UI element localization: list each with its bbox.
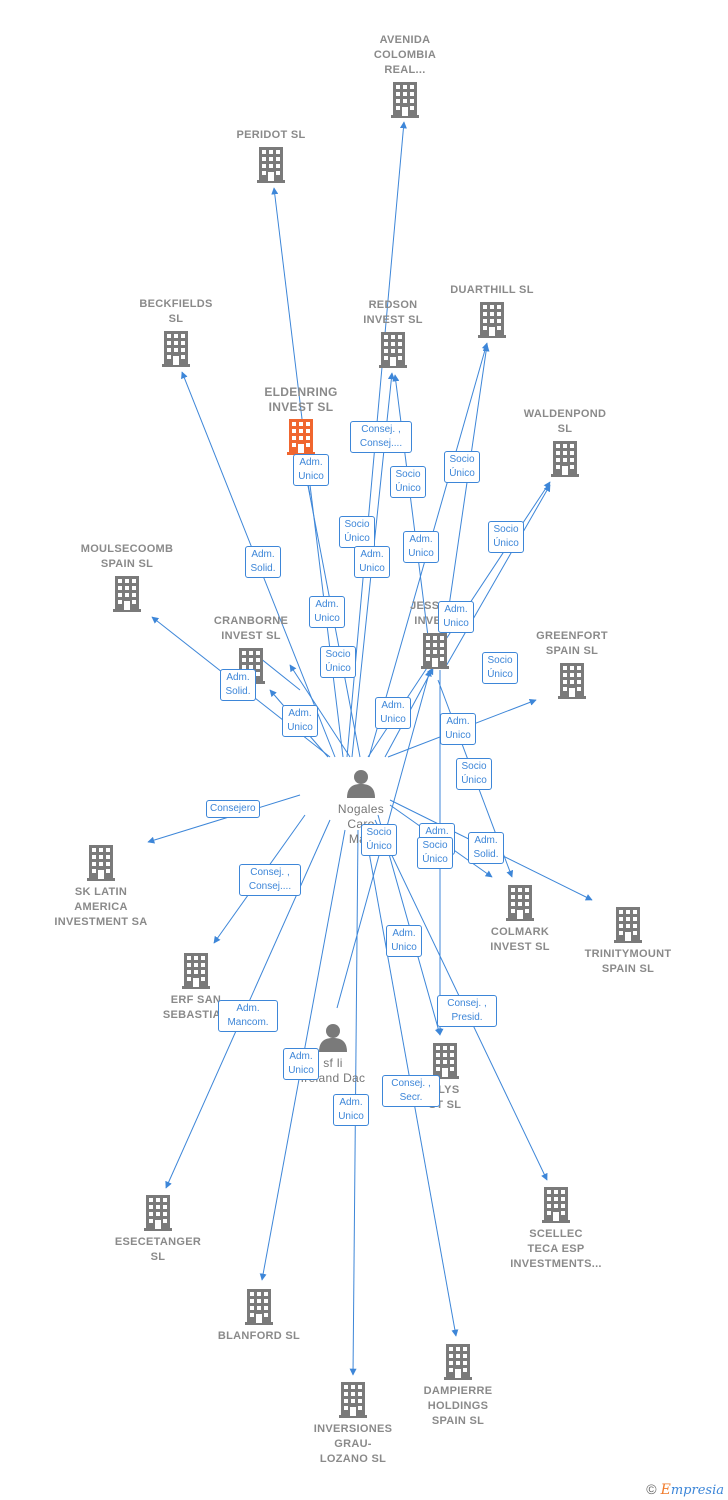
building-icon <box>443 1344 473 1380</box>
node-label: JESSING INVEST <box>410 600 460 627</box>
building-icon <box>338 1382 368 1418</box>
building-icon <box>557 663 587 699</box>
node-jessing-invest[interactable]: JESSING INVEST <box>370 599 500 669</box>
node-blanford-sl[interactable]: BLANFORD SL <box>194 1289 324 1344</box>
relation-label[interactable]: Consejero <box>206 800 260 818</box>
relation-label[interactable]: Adm. Unico <box>293 454 329 486</box>
node-label: ERF SAN SEBASTIAN <box>162 994 230 1021</box>
node-redson-invest-sl[interactable]: REDSON INVEST SL <box>328 298 458 368</box>
building-icon <box>420 633 450 669</box>
building-icon <box>244 1289 274 1325</box>
building-icon <box>161 331 191 367</box>
node-trinitymount-spain-sl[interactable]: TRINITYMOUNT SPAIN SL <box>563 907 693 977</box>
building-icon <box>86 845 116 881</box>
node-dampierre-holdings-spain-sl[interactable]: DAMPIERRE HOLDINGS SPAIN SL <box>393 1344 523 1429</box>
relation-label[interactable]: Consej. , Consej.... <box>239 864 301 896</box>
relation-label[interactable]: Socio Único <box>339 516 375 548</box>
relation-label[interactable]: Adm. Mancom. <box>218 1000 278 1032</box>
node-esecetanger-sl[interactable]: ESECETANGER SL <box>93 1195 223 1265</box>
relation-label[interactable]: Consej. , Consej.... <box>350 421 412 453</box>
node-label: COLMARK INVEST SL <box>490 926 550 953</box>
node-erf-san-sebastian[interactable]: ERF SAN SEBASTIAN <box>131 953 261 1023</box>
person-icon <box>318 1022 348 1052</box>
relation-label[interactable]: Consej. , Secr. <box>382 1075 440 1107</box>
node-moulsecoomb-spain-sl[interactable]: MOULSECOOMB SPAIN SL <box>62 542 192 612</box>
node-label: SCELLEC TECA ESP INVESTMENTS... <box>510 1228 602 1270</box>
relation-label[interactable]: Socio Único <box>444 451 480 483</box>
node-beckfields-sl[interactable]: BECKFIELDS SL <box>111 297 241 367</box>
node-label: ESECETANGER SL <box>114 1236 202 1263</box>
building-icon <box>541 1187 571 1223</box>
person-icon <box>346 768 376 798</box>
node-label: GREENFORT SPAIN SL <box>536 630 608 657</box>
relation-label[interactable]: Adm. Unico <box>438 601 474 633</box>
node-label: ELDENRING INVEST SL <box>264 385 338 414</box>
footer-copyright: ©Empresia <box>646 1481 724 1498</box>
relation-label[interactable]: Socio Único <box>417 837 453 869</box>
node-label: WALDENPOND SL <box>523 408 607 435</box>
building-icon <box>181 953 211 989</box>
node-cranborne-invest-sl[interactable]: CRANBORNE INVEST SL <box>186 614 316 684</box>
node-label: BLANFORD SL <box>217 1330 301 1342</box>
node-label: MOULSECOOMB SPAIN SL <box>80 543 174 570</box>
node-label: DUARTHILL SL <box>450 284 534 296</box>
node-label: TRINITYMOUNT SPAIN SL <box>584 948 672 975</box>
brand-name[interactable]: mpresia <box>670 1483 724 1498</box>
node-colmark-invest-sl[interactable]: COLMARK INVEST SL <box>455 885 585 955</box>
building-icon <box>430 1043 460 1079</box>
relation-label[interactable]: Consej. , Presid. <box>437 995 497 1027</box>
relation-label[interactable]: Socio Único <box>320 646 356 678</box>
node-label: CRANBORNE INVEST SL <box>213 615 289 642</box>
building-icon <box>378 332 408 368</box>
node-label: SK LATIN AMERICA INVESTMENT SA <box>54 886 148 928</box>
building-icon <box>256 147 286 183</box>
relation-label[interactable]: Socio Único <box>390 466 426 498</box>
node-sk-latin-america-investment-sa[interactable]: SK LATIN AMERICA INVESTMENT SA <box>36 845 166 930</box>
building-icon <box>143 1195 173 1231</box>
relation-label[interactable]: Adm. Solid. <box>220 669 256 701</box>
copyright-symbol: © <box>646 1481 657 1497</box>
edge-line <box>444 484 551 669</box>
node-label: INVERSIONES GRAU- LOZANO SL <box>313 1423 393 1465</box>
relation-label[interactable]: Socio Único <box>456 758 492 790</box>
edge-line <box>147 794 301 844</box>
relation-label[interactable]: Adm. Unico <box>375 697 411 729</box>
node-greenfort-spain-sl[interactable]: GREENFORT SPAIN SL <box>507 629 637 699</box>
building-icon <box>477 302 507 338</box>
relation-label[interactable]: Adm. Unico <box>309 596 345 628</box>
node-peridot-sl[interactable]: PERIDOT SL <box>206 128 336 183</box>
relation-label[interactable]: Adm. Solid. <box>468 832 504 864</box>
node-eldenring-invest-sl[interactable]: ELDENRING INVEST SL <box>236 385 366 455</box>
node-scellec-teca-esp-investments[interactable]: SCELLEC TECA ESP INVESTMENTS... <box>491 1187 621 1272</box>
relation-label[interactable]: Adm. Unico <box>282 705 318 737</box>
relation-label[interactable]: Adm. Unico <box>440 713 476 745</box>
relation-label[interactable]: Adm. Solid. <box>245 546 281 578</box>
building-icon <box>550 441 580 477</box>
node-label: BECKFIELDS SL <box>139 298 213 325</box>
building-icon <box>505 885 535 921</box>
node-inversiones-grau-lozano-sl[interactable]: INVERSIONES GRAU- LOZANO SL <box>288 1382 418 1467</box>
node-duarthill-sl[interactable]: DUARTHILL SL <box>427 283 557 338</box>
building-icon <box>112 576 142 612</box>
node-label: PERIDOT SL <box>236 129 306 141</box>
relation-label[interactable]: Adm. Unico <box>386 925 422 957</box>
node-label: DAMPIERRE HOLDINGS SPAIN SL <box>423 1385 493 1427</box>
node-label: AVENIDA COLOMBIA REAL... <box>373 34 437 76</box>
relation-label[interactable]: Adm. Unico <box>403 531 439 563</box>
brand-logo-initial: E <box>660 1482 671 1498</box>
relation-label[interactable]: Socio Único <box>361 824 397 856</box>
building-icon <box>390 82 420 118</box>
relation-label[interactable]: Adm. Unico <box>354 546 390 578</box>
node-waldenpond-sl[interactable]: WALDENPOND SL <box>500 407 630 477</box>
relation-label[interactable]: Adm. Unico <box>283 1048 319 1080</box>
edge-line <box>289 664 351 758</box>
node-label: REDSON INVEST SL <box>363 299 423 326</box>
building-icon <box>286 419 316 455</box>
relation-label[interactable]: Socio Único <box>488 521 524 553</box>
relation-label[interactable]: Socio Único <box>482 652 518 684</box>
relation-label[interactable]: Adm. Unico <box>333 1094 369 1126</box>
node-avenida-colombia-real[interactable]: AVENIDA COLOMBIA REAL... <box>340 33 470 118</box>
building-icon <box>613 907 643 943</box>
